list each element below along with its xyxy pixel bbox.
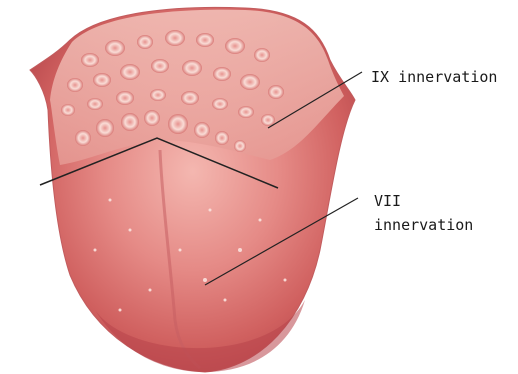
vii-label-line1: VII xyxy=(374,192,401,210)
ix-innervation-label: IX innervation xyxy=(371,68,497,86)
tongue-illustration xyxy=(30,7,355,372)
tongue-posterior-region xyxy=(50,10,344,165)
vii-label-line2: innervation xyxy=(374,216,473,234)
